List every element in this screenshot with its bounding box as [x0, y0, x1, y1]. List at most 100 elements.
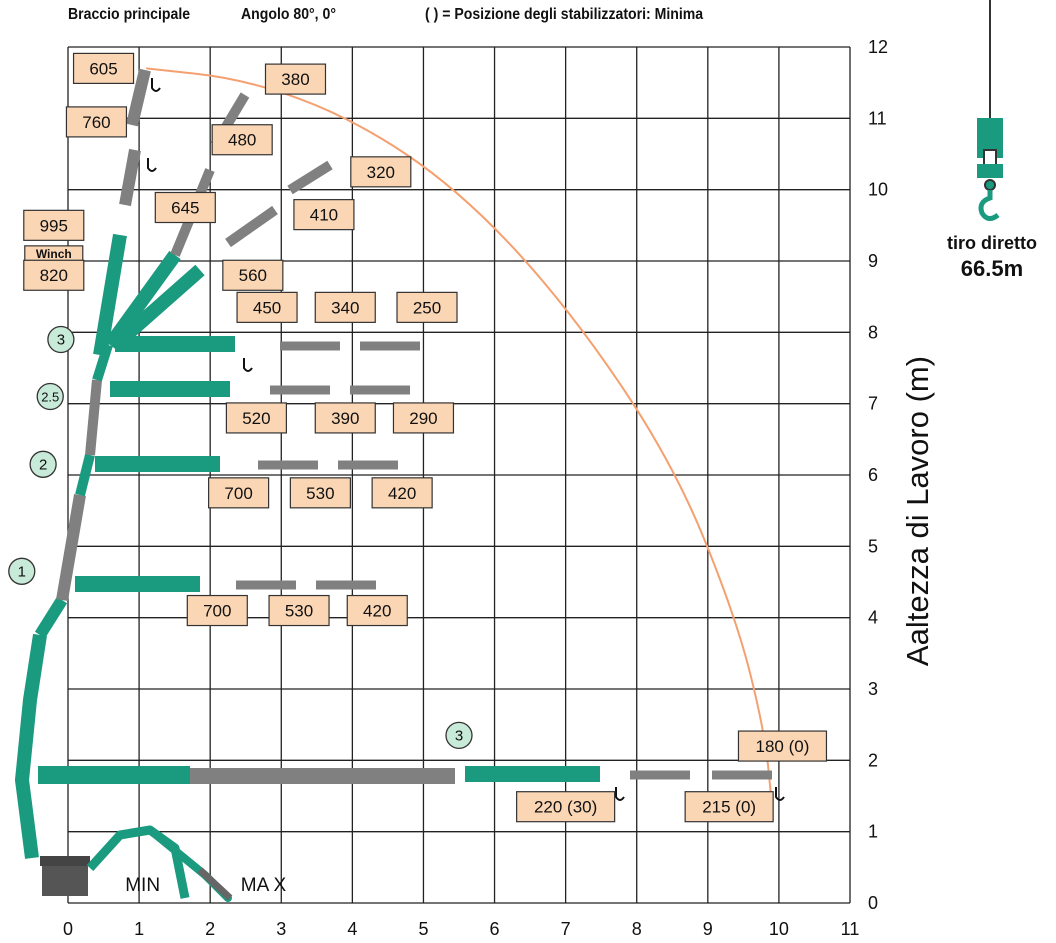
jib-45deg-1 — [104, 250, 181, 350]
section-badge-label: 3 — [57, 331, 65, 348]
section-badge: 3 — [445, 721, 473, 750]
envelope-arc-layer — [146, 67, 773, 804]
load-label-text: 480 — [228, 131, 256, 150]
header-boom: Braccio principale — [68, 6, 191, 23]
load-label-box — [72, 52, 135, 85]
load-label: 530 — [268, 594, 330, 627]
y-tick-label: 7 — [868, 394, 878, 414]
load-label-box — [236, 291, 298, 323]
section-badge-circle — [445, 721, 473, 750]
load-label-box — [346, 594, 408, 627]
section-badge: 1 — [8, 557, 36, 585]
load-label-text: 700 — [203, 601, 231, 620]
load-label: 995 — [23, 209, 85, 241]
load-label-text: 530 — [306, 484, 334, 503]
base-labels: MIN MA X — [125, 875, 286, 896]
load-label-box — [208, 477, 270, 509]
load-label: 480 — [211, 124, 273, 156]
y-tick-label: 11 — [868, 108, 887, 128]
y-tick-label: 10 — [868, 180, 888, 200]
jib-ext-760 — [119, 148, 141, 207]
load-label-text: 410 — [310, 206, 338, 225]
x-tick-label: 10 — [769, 919, 789, 939]
load-label-box — [737, 730, 828, 762]
jib-30deg-1 — [110, 264, 205, 351]
jib-ext-605 — [126, 68, 151, 127]
load-label-box — [222, 259, 284, 291]
load-label-box — [371, 477, 433, 509]
load-label-text: 250 — [413, 298, 441, 317]
section-badge-label: 3 — [455, 727, 463, 744]
load-label: 380 — [264, 63, 327, 95]
header-outriggers: ( ) = Posizione degli stabilizzatori: Mi… — [425, 6, 704, 23]
x-tick-label: 5 — [418, 919, 428, 939]
x-tick-label: 1 — [134, 919, 144, 939]
load-label-box — [23, 259, 85, 291]
section-badge-label: 2.5 — [41, 390, 59, 405]
section-badge: 2.5 — [36, 382, 64, 411]
y-tick-label: 8 — [868, 322, 878, 342]
boom-vertical-ext-2 — [85, 379, 102, 456]
y-tick-label: 3 — [868, 679, 878, 699]
y-tick-label: 2 — [868, 750, 878, 770]
load-label-text: 180 (0) — [756, 737, 810, 756]
load-label-text: 220 (30) — [534, 798, 597, 817]
load-label-text: 450 — [253, 298, 281, 317]
jib-30deg-ext2 — [287, 160, 333, 195]
load-label-box — [264, 63, 327, 95]
x-tick-label: 9 — [703, 919, 713, 939]
crane-base-turret — [40, 856, 90, 866]
load-label-box — [392, 402, 455, 434]
section-badge-label: 2 — [39, 456, 47, 473]
y-tick-label: 4 — [868, 608, 878, 628]
load-label: 420 — [371, 477, 433, 509]
x-tick-label: 6 — [490, 919, 500, 939]
y-tick-label: 1 — [868, 822, 878, 842]
load-label: 560 — [222, 259, 284, 291]
y-tick-label: 5 — [868, 536, 878, 556]
load-label: 250 — [396, 291, 458, 323]
direct-pull-label: tiro diretto — [947, 233, 1037, 253]
y-axis-label: Aaltezza di Lavoro (m) — [900, 355, 935, 667]
load-label-text: 605 — [89, 59, 117, 78]
x-tick-label: 11 — [841, 919, 860, 939]
x-tick-label: 8 — [632, 919, 642, 939]
load-label-box — [293, 199, 355, 231]
load-label: 605 — [72, 52, 135, 85]
load-label-box — [154, 191, 216, 224]
load-label-box — [211, 124, 273, 156]
y-tick-label: 0 — [868, 893, 878, 913]
load-label: 760 — [65, 106, 128, 138]
load-label-text: 340 — [331, 298, 359, 317]
load-label: 520 — [225, 402, 287, 434]
load-label-box — [350, 156, 412, 188]
x-tick-label: 0 — [63, 919, 73, 939]
load-label-box — [516, 791, 616, 823]
load-label: 390 — [314, 402, 376, 434]
load-label: 530 — [289, 477, 351, 509]
load-label-box — [396, 291, 458, 323]
y-tick-label: 6 — [868, 465, 878, 485]
boom-vertical-1 — [34, 596, 68, 639]
base-position-label: MIN — [125, 875, 160, 896]
x-tick-label: 3 — [276, 919, 286, 939]
load-label-text: 320 — [367, 163, 395, 182]
base-position-label: MA X — [241, 875, 287, 896]
load-label-text: 290 — [409, 409, 437, 428]
load-label: 410 — [293, 199, 355, 231]
direct-pull-hook-icon — [977, 0, 1003, 221]
section-badge-circle — [36, 382, 64, 411]
jib-horizontal-6m — [95, 456, 398, 472]
section-badges: 3 2.5 2 1 3 — [8, 325, 473, 750]
load-label-text: Winch — [36, 247, 72, 261]
load-label: 820 — [23, 259, 85, 291]
jib-horizontal-8m — [115, 336, 420, 352]
boom-vertical-2 — [75, 453, 95, 497]
load-label-text: 820 — [40, 266, 68, 285]
y-tick-label: 12 — [868, 37, 888, 57]
load-label-box — [186, 594, 248, 627]
load-label: 340 — [314, 291, 376, 323]
x-tick-label: 7 — [561, 919, 571, 939]
